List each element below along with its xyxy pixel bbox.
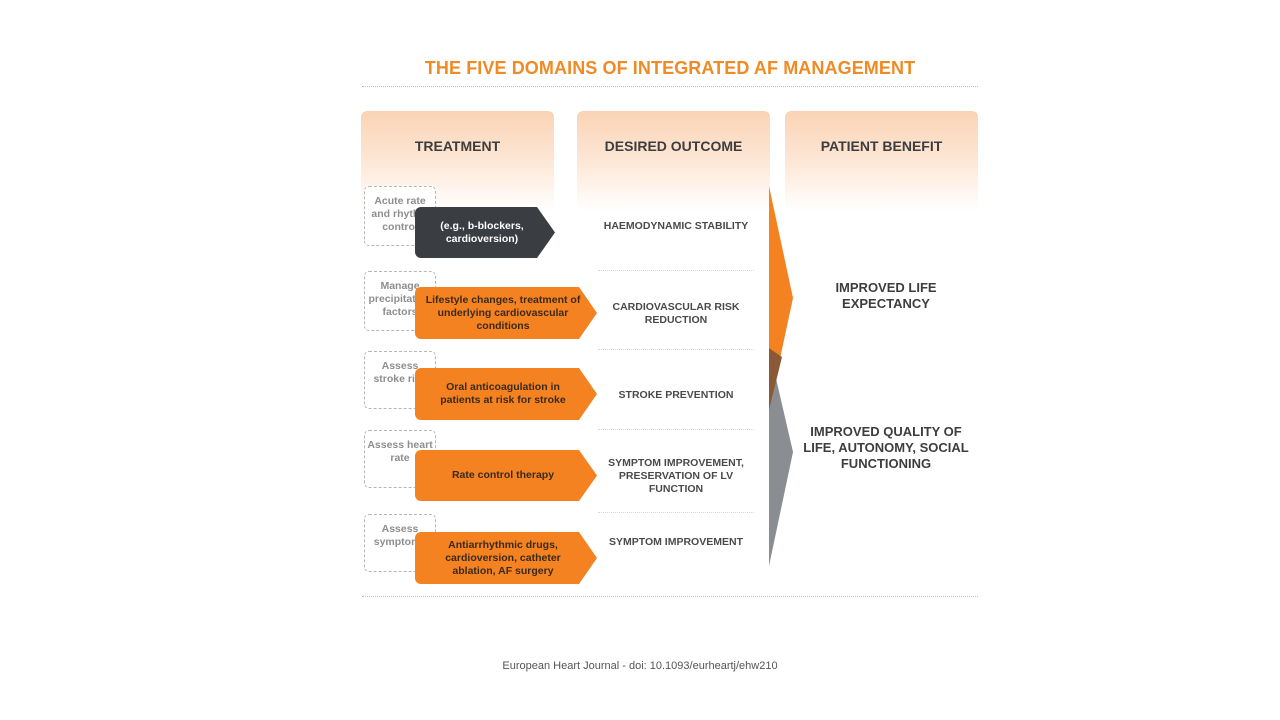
- treatment-arrow-rate-control: Rate control therapy: [415, 450, 597, 501]
- benefit-column-header: PATIENT BENEFIT: [785, 111, 978, 211]
- domain-label: Assess symptoms: [373, 523, 427, 548]
- treatment-label: (e.g., b-blockers, cardioversion): [440, 219, 524, 245]
- outcome-cv-risk-reduction: CARDIOVASCULAR RISK REDUCTION: [612, 301, 740, 326]
- row-separator: [598, 429, 754, 430]
- domain-label: Acute rate and rhythm control: [371, 195, 429, 233]
- outcome-symptom-lv-function: SYMPTOM IMPROVEMENT, PRESERVATION OF LV …: [608, 457, 744, 495]
- domain-label: Assess heart rate: [367, 439, 433, 464]
- treatment-label: Lifestyle changes, treatment of underlyi…: [425, 293, 581, 332]
- benefit-header-label: PATIENT BENEFIT: [820, 138, 943, 154]
- treatment-header-label: TREATMENT: [414, 138, 501, 154]
- top-divider: [362, 86, 978, 87]
- outcome-symptom-improvement: SYMPTOM IMPROVEMENT: [609, 536, 743, 548]
- bottom-divider: [362, 596, 978, 597]
- outcome-column-header: DESIRED OUTCOME: [577, 111, 770, 211]
- outcome-stroke-prevention: STROKE PREVENTION: [618, 389, 734, 401]
- benefit-life-expectancy: IMPROVED LIFE EXPECTANCY: [835, 280, 937, 311]
- treatment-label: Antiarrhythmic drugs, cardioversion, cat…: [445, 538, 561, 577]
- treatment-arrow-acute: (e.g., b-blockers, cardioversion): [415, 207, 555, 258]
- source-citation: European Heart Journal - doi: 10.1093/eu…: [502, 660, 778, 672]
- benefit-quality-of-life: IMPROVED QUALITY OF LIFE, AUTONOMY, SOCI…: [803, 424, 969, 471]
- outcome-haemodynamic-stability: HAEMODYNAMIC STABILITY: [603, 220, 749, 232]
- treatment-label: Oral anticoagulation in patients at risk…: [440, 381, 566, 406]
- row-separator: [598, 512, 754, 513]
- domain-label: Assess stroke risk: [373, 360, 427, 385]
- treatment-label: Rate control therapy: [451, 469, 555, 481]
- treatment-column-header: TREATMENT: [361, 111, 554, 211]
- diagram-title: THE FIVE DOMAINS OF INTEGRATED AF MANAGE…: [424, 58, 916, 78]
- arrow-overlap: [769, 348, 782, 410]
- row-separator: [598, 270, 754, 271]
- treatment-arrow-lifestyle: Lifestyle changes, treatment of underlyi…: [415, 287, 597, 339]
- row-separator: [598, 349, 754, 350]
- treatment-arrow-anticoagulation: Oral anticoagulation in patients at risk…: [415, 368, 597, 420]
- quality-of-life-arrow: [769, 348, 793, 566]
- treatment-arrow-antiarrhythmic: Antiarrhythmic drugs, cardioversion, cat…: [415, 532, 597, 584]
- outcome-header-label: DESIRED OUTCOME: [604, 138, 743, 154]
